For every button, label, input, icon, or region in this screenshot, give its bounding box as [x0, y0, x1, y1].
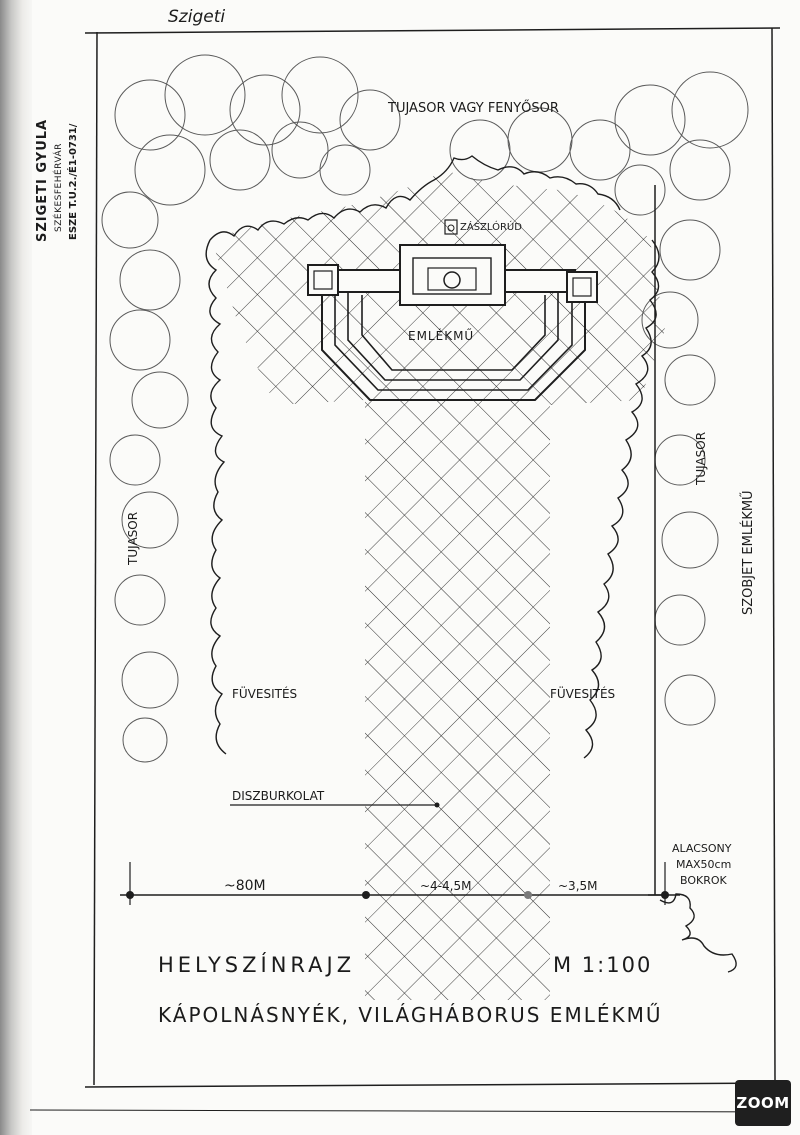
stamp-license: ESZE T.U.2./É1-0731/ — [66, 123, 79, 240]
label-top-hedge: TUJASOR VAGY FENYŐSOR — [387, 100, 559, 116]
label-right-wall: SZOBJET EMLÉKMŰ — [740, 490, 756, 615]
dimension-label-3: ~3,5M — [558, 879, 598, 893]
dimension-point — [524, 891, 532, 899]
sheet-frame — [29, 27, 791, 1113]
corner-note: Szigeti — [168, 7, 225, 27]
title-line-1: HELYSZÍNRAJZ — [158, 952, 355, 977]
label-monument: EMLÉKMŰ — [408, 328, 474, 343]
label-lawn-right: FÜVESITÉS — [550, 685, 615, 701]
dimension-label-2: ~4-4,5M — [420, 879, 471, 893]
paving-leader — [230, 802, 440, 808]
stamp-name: SZIGETI GYULA — [35, 119, 50, 242]
binding-shadow — [0, 0, 32, 1135]
label-bushes-3: BOKROK — [680, 874, 728, 887]
designer-stamp: SZIGETI GYULA SZÉKESFEHÉRVÁR ESZE T.U.2.… — [35, 119, 79, 242]
tree-canopy — [101, 54, 749, 763]
dimension-point — [661, 891, 669, 899]
label-lawn-left: FÜVESITÉS — [232, 685, 297, 701]
dimension-point — [126, 891, 134, 899]
label-flagpole: ZÁSZLÓRÚD — [460, 220, 522, 233]
zoom-badge[interactable]: ZOOM — [735, 1080, 791, 1126]
monument — [307, 219, 598, 401]
paving-area — [212, 170, 665, 1000]
label-right-hedge: TUJASOR — [694, 432, 708, 486]
dimension-line — [120, 862, 680, 905]
title-scale: M 1:100 — [553, 953, 652, 977]
label-paving: DISZBURKOLAT — [232, 789, 325, 803]
label-bushes-1: ALACSONY — [672, 842, 732, 855]
dimension-label-1: ~80M — [224, 878, 266, 894]
label-left-hedge: TUJASOR — [126, 512, 140, 566]
dimension-point — [362, 891, 370, 899]
hedge-outline — [205, 155, 737, 973]
label-bushes-2: MAX50cm — [676, 858, 731, 871]
stamp-city: SZÉKESFEHÉRVÁR — [52, 143, 64, 232]
title-line-2: KÁPOLNÁSNYÉK, VILÁGHÁBORUS EMLÉKMŰ — [158, 1003, 662, 1027]
